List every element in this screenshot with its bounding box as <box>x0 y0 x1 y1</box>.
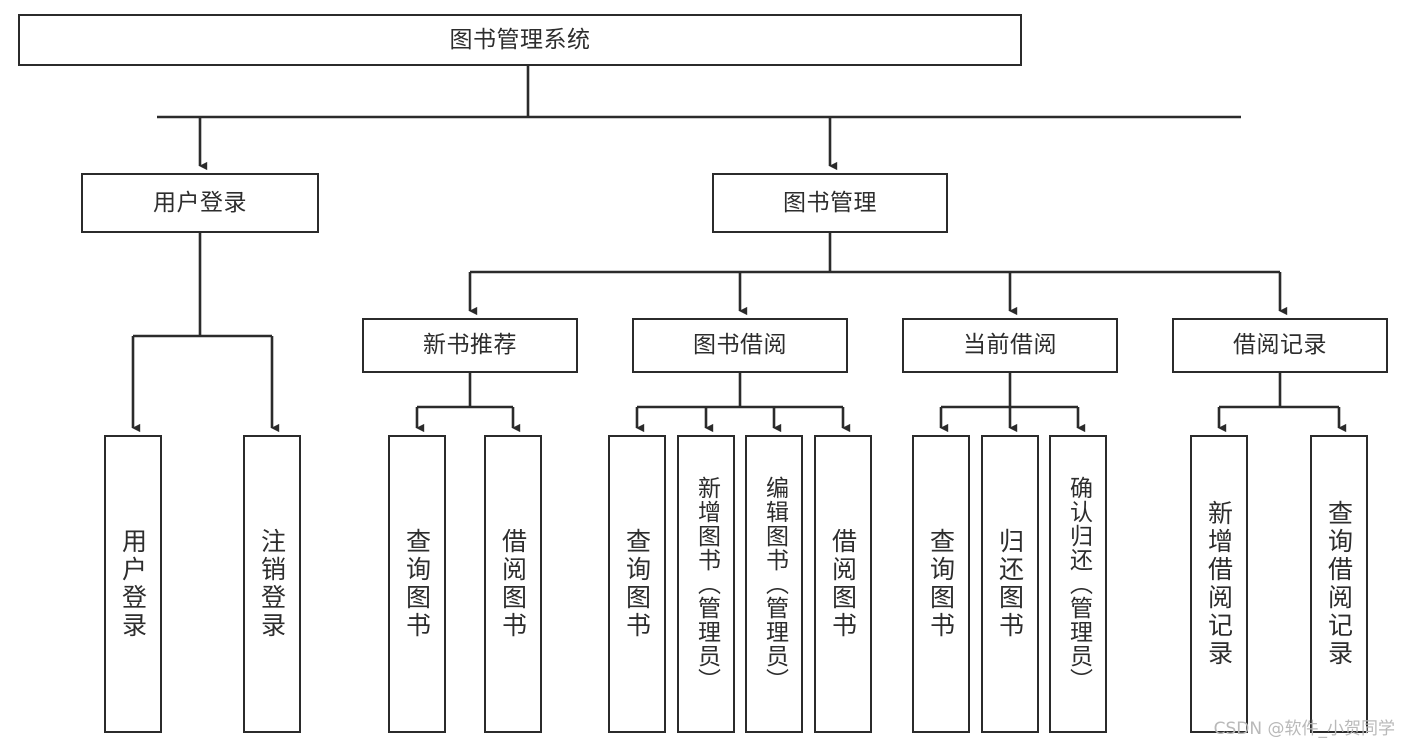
node-new-book-recommend[interactable]: 新书推荐 <box>362 318 578 373</box>
node-current-borrow-label: 当前借阅 <box>963 332 1057 359</box>
node-leaf-user-logout-label: 注销登录 <box>257 528 287 640</box>
node-leaf-query-book-recommend-label: 查询图书 <box>402 528 432 640</box>
node-leaf-query-borrow-record[interactable]: 查询借阅记录 <box>1310 435 1368 733</box>
node-leaf-borrow-book[interactable]: 借阅图书 <box>814 435 872 733</box>
node-book-manage[interactable]: 图书管理 <box>712 173 948 233</box>
node-leaf-user-login-label: 用户登录 <box>118 528 148 640</box>
node-leaf-edit-book-admin[interactable]: 编辑图书（管理员） <box>745 435 803 733</box>
node-user-login-label: 用户登录 <box>153 189 247 216</box>
node-current-borrow[interactable]: 当前借阅 <box>902 318 1118 373</box>
node-leaf-add-book-admin[interactable]: 新增图书（管理员） <box>677 435 735 733</box>
node-leaf-query-book-recommend[interactable]: 查询图书 <box>388 435 446 733</box>
node-leaf-confirm-return-admin[interactable]: 确认归还（管理员） <box>1049 435 1107 733</box>
node-leaf-user-login[interactable]: 用户登录 <box>104 435 162 733</box>
watermark: CSDN @软件_小贺同学 <box>1213 719 1395 739</box>
node-leaf-confirm-return-admin-label: 确认归还（管理员） <box>1065 476 1092 692</box>
node-leaf-query-book-borrow[interactable]: 查询图书 <box>608 435 666 733</box>
node-leaf-query-book-current-label: 查询图书 <box>926 528 956 640</box>
node-leaf-query-borrow-record-label: 查询借阅记录 <box>1324 500 1354 668</box>
node-user-login[interactable]: 用户登录 <box>81 173 319 233</box>
node-leaf-borrow-book-recommend-label: 借阅图书 <box>498 528 528 640</box>
node-root-label: 图书管理系统 <box>449 26 591 53</box>
node-leaf-return-book[interactable]: 归还图书 <box>981 435 1039 733</box>
node-root[interactable]: 图书管理系统 <box>18 14 1022 66</box>
node-leaf-query-book-borrow-label: 查询图书 <box>622 528 652 640</box>
node-leaf-query-book-current[interactable]: 查询图书 <box>912 435 970 733</box>
node-book-borrow[interactable]: 图书借阅 <box>632 318 848 373</box>
node-leaf-add-book-admin-label: 新增图书（管理员） <box>693 476 720 692</box>
node-book-manage-label: 图书管理 <box>783 189 877 216</box>
node-borrow-record-label: 借阅记录 <box>1233 332 1327 359</box>
node-leaf-edit-book-admin-label: 编辑图书（管理员） <box>761 476 788 692</box>
node-new-book-recommend-label: 新书推荐 <box>423 332 517 359</box>
node-borrow-record[interactable]: 借阅记录 <box>1172 318 1388 373</box>
node-leaf-borrow-book-label: 借阅图书 <box>828 528 858 640</box>
node-leaf-borrow-book-recommend[interactable]: 借阅图书 <box>484 435 542 733</box>
node-leaf-return-book-label: 归还图书 <box>995 528 1025 640</box>
node-leaf-add-borrow-record[interactable]: 新增借阅记录 <box>1190 435 1248 733</box>
node-book-borrow-label: 图书借阅 <box>693 332 787 359</box>
node-leaf-add-borrow-record-label: 新增借阅记录 <box>1204 500 1234 668</box>
node-leaf-user-logout[interactable]: 注销登录 <box>243 435 301 733</box>
